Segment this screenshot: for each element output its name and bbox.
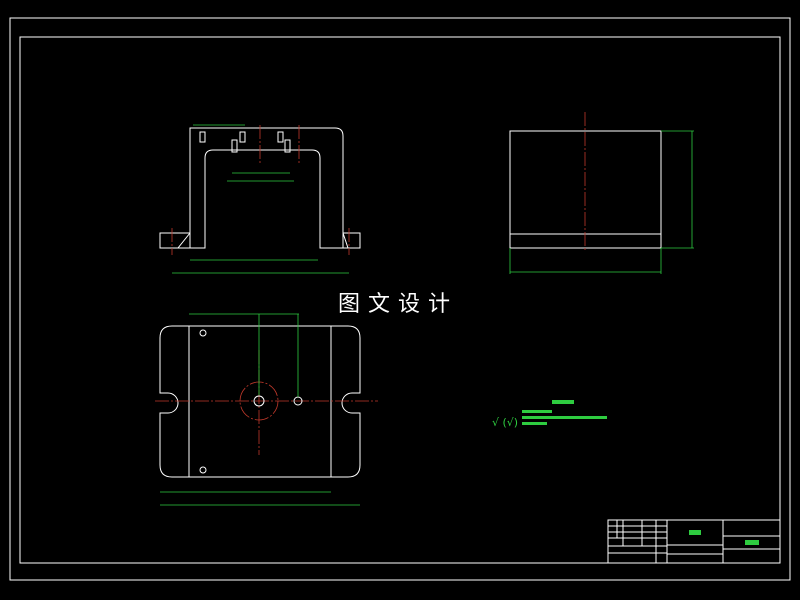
top-view	[155, 313, 378, 506]
watermark: 图文设计	[338, 292, 459, 317]
roughness-symbol: √ (√)	[492, 416, 518, 429]
drawing-frame	[9, 17, 791, 581]
title-block	[607, 519, 781, 564]
technical-requirements	[522, 400, 607, 425]
front-section-view	[159, 124, 361, 274]
side-view	[509, 112, 694, 274]
